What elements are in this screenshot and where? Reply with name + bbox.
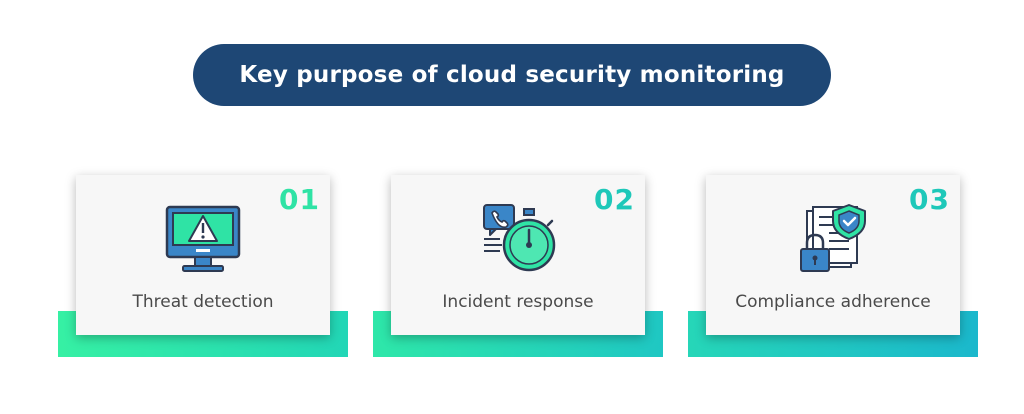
card-number: 01 bbox=[279, 183, 320, 216]
title-banner: Key purpose of cloud security monitoring bbox=[193, 44, 831, 106]
card-label: Threat detection bbox=[132, 292, 274, 312]
card-number: 03 bbox=[909, 183, 950, 216]
document-shield-lock-icon bbox=[800, 204, 866, 272]
phone-stopwatch-icon bbox=[483, 204, 556, 272]
card-panel: 02 Incident response bbox=[391, 175, 645, 335]
card-threat-detection: 01 Threat detection bbox=[58, 175, 366, 365]
card-compliance-adherence: 03 Compliance adherence bbox=[688, 175, 996, 365]
page-title: Key purpose of cloud security monitoring bbox=[239, 62, 785, 88]
card-incident-response: 02 Incident response bbox=[373, 175, 681, 365]
card-label: Compliance adherence bbox=[735, 292, 931, 312]
card-label: Incident response bbox=[442, 292, 594, 312]
card-panel: 01 Threat detection bbox=[76, 175, 330, 335]
card-panel: 03 Compliance adherence bbox=[706, 175, 960, 335]
monitor-warning-icon bbox=[165, 205, 241, 272]
card-number: 02 bbox=[594, 183, 635, 216]
